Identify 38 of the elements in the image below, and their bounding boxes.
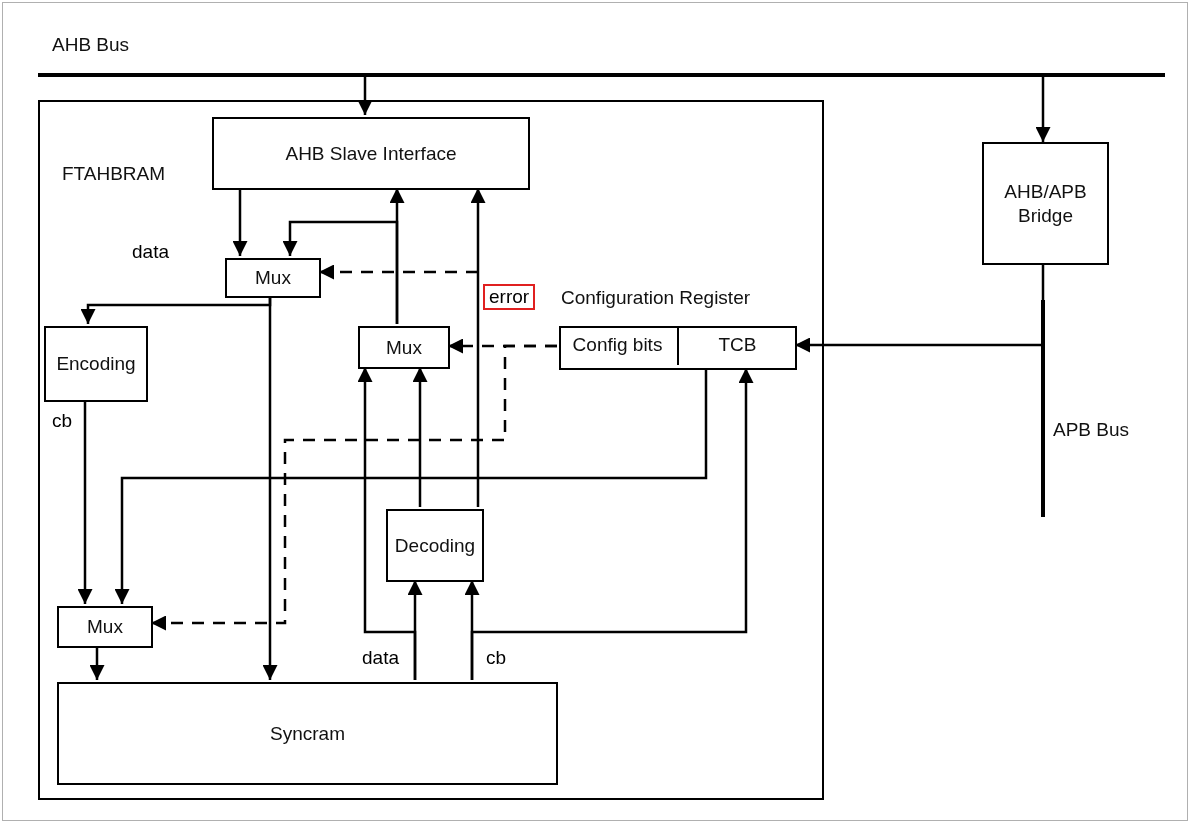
box-label: AHB/APB Bridge [1004, 179, 1087, 228]
box-label: Syncram [270, 721, 345, 746]
edge-label: error [483, 284, 536, 310]
arrow [262, 296, 278, 680]
process-box [212, 117, 530, 190]
arrow [357, 77, 373, 115]
box-label: Decoding [394, 533, 476, 558]
box-label: Encoding [56, 352, 136, 376]
process-box [358, 326, 450, 369]
arrow [470, 188, 486, 507]
process-box [386, 509, 484, 582]
box-label: TCB [718, 333, 757, 357]
arrow [412, 367, 428, 507]
block-title: AHB Bus [52, 33, 130, 57]
arrow [282, 220, 399, 324]
box-label: Mux [386, 335, 422, 360]
box-label: Mux [255, 266, 291, 290]
box-label: Mux [87, 615, 123, 639]
arrow [470, 368, 754, 680]
arrow [114, 368, 708, 604]
signal-label: data [132, 241, 169, 263]
block-frame [38, 100, 824, 800]
process-box [57, 606, 153, 648]
box-label: AHB Slave Interface [285, 141, 457, 166]
process-box [44, 326, 148, 402]
process-box [982, 142, 1109, 265]
arrow [1035, 77, 1051, 142]
box-label: Config bits [572, 333, 663, 357]
block-title: APB Bus [1053, 418, 1130, 442]
signal-label: cb [52, 410, 73, 432]
process-box [57, 682, 558, 785]
arrow [77, 400, 93, 604]
arrow [407, 580, 423, 680]
block-title: FTAHBRAM [62, 162, 166, 186]
arrow [232, 188, 248, 256]
arrow [89, 646, 105, 680]
process-box [225, 258, 321, 298]
block-title: Configuration Register [561, 286, 751, 310]
